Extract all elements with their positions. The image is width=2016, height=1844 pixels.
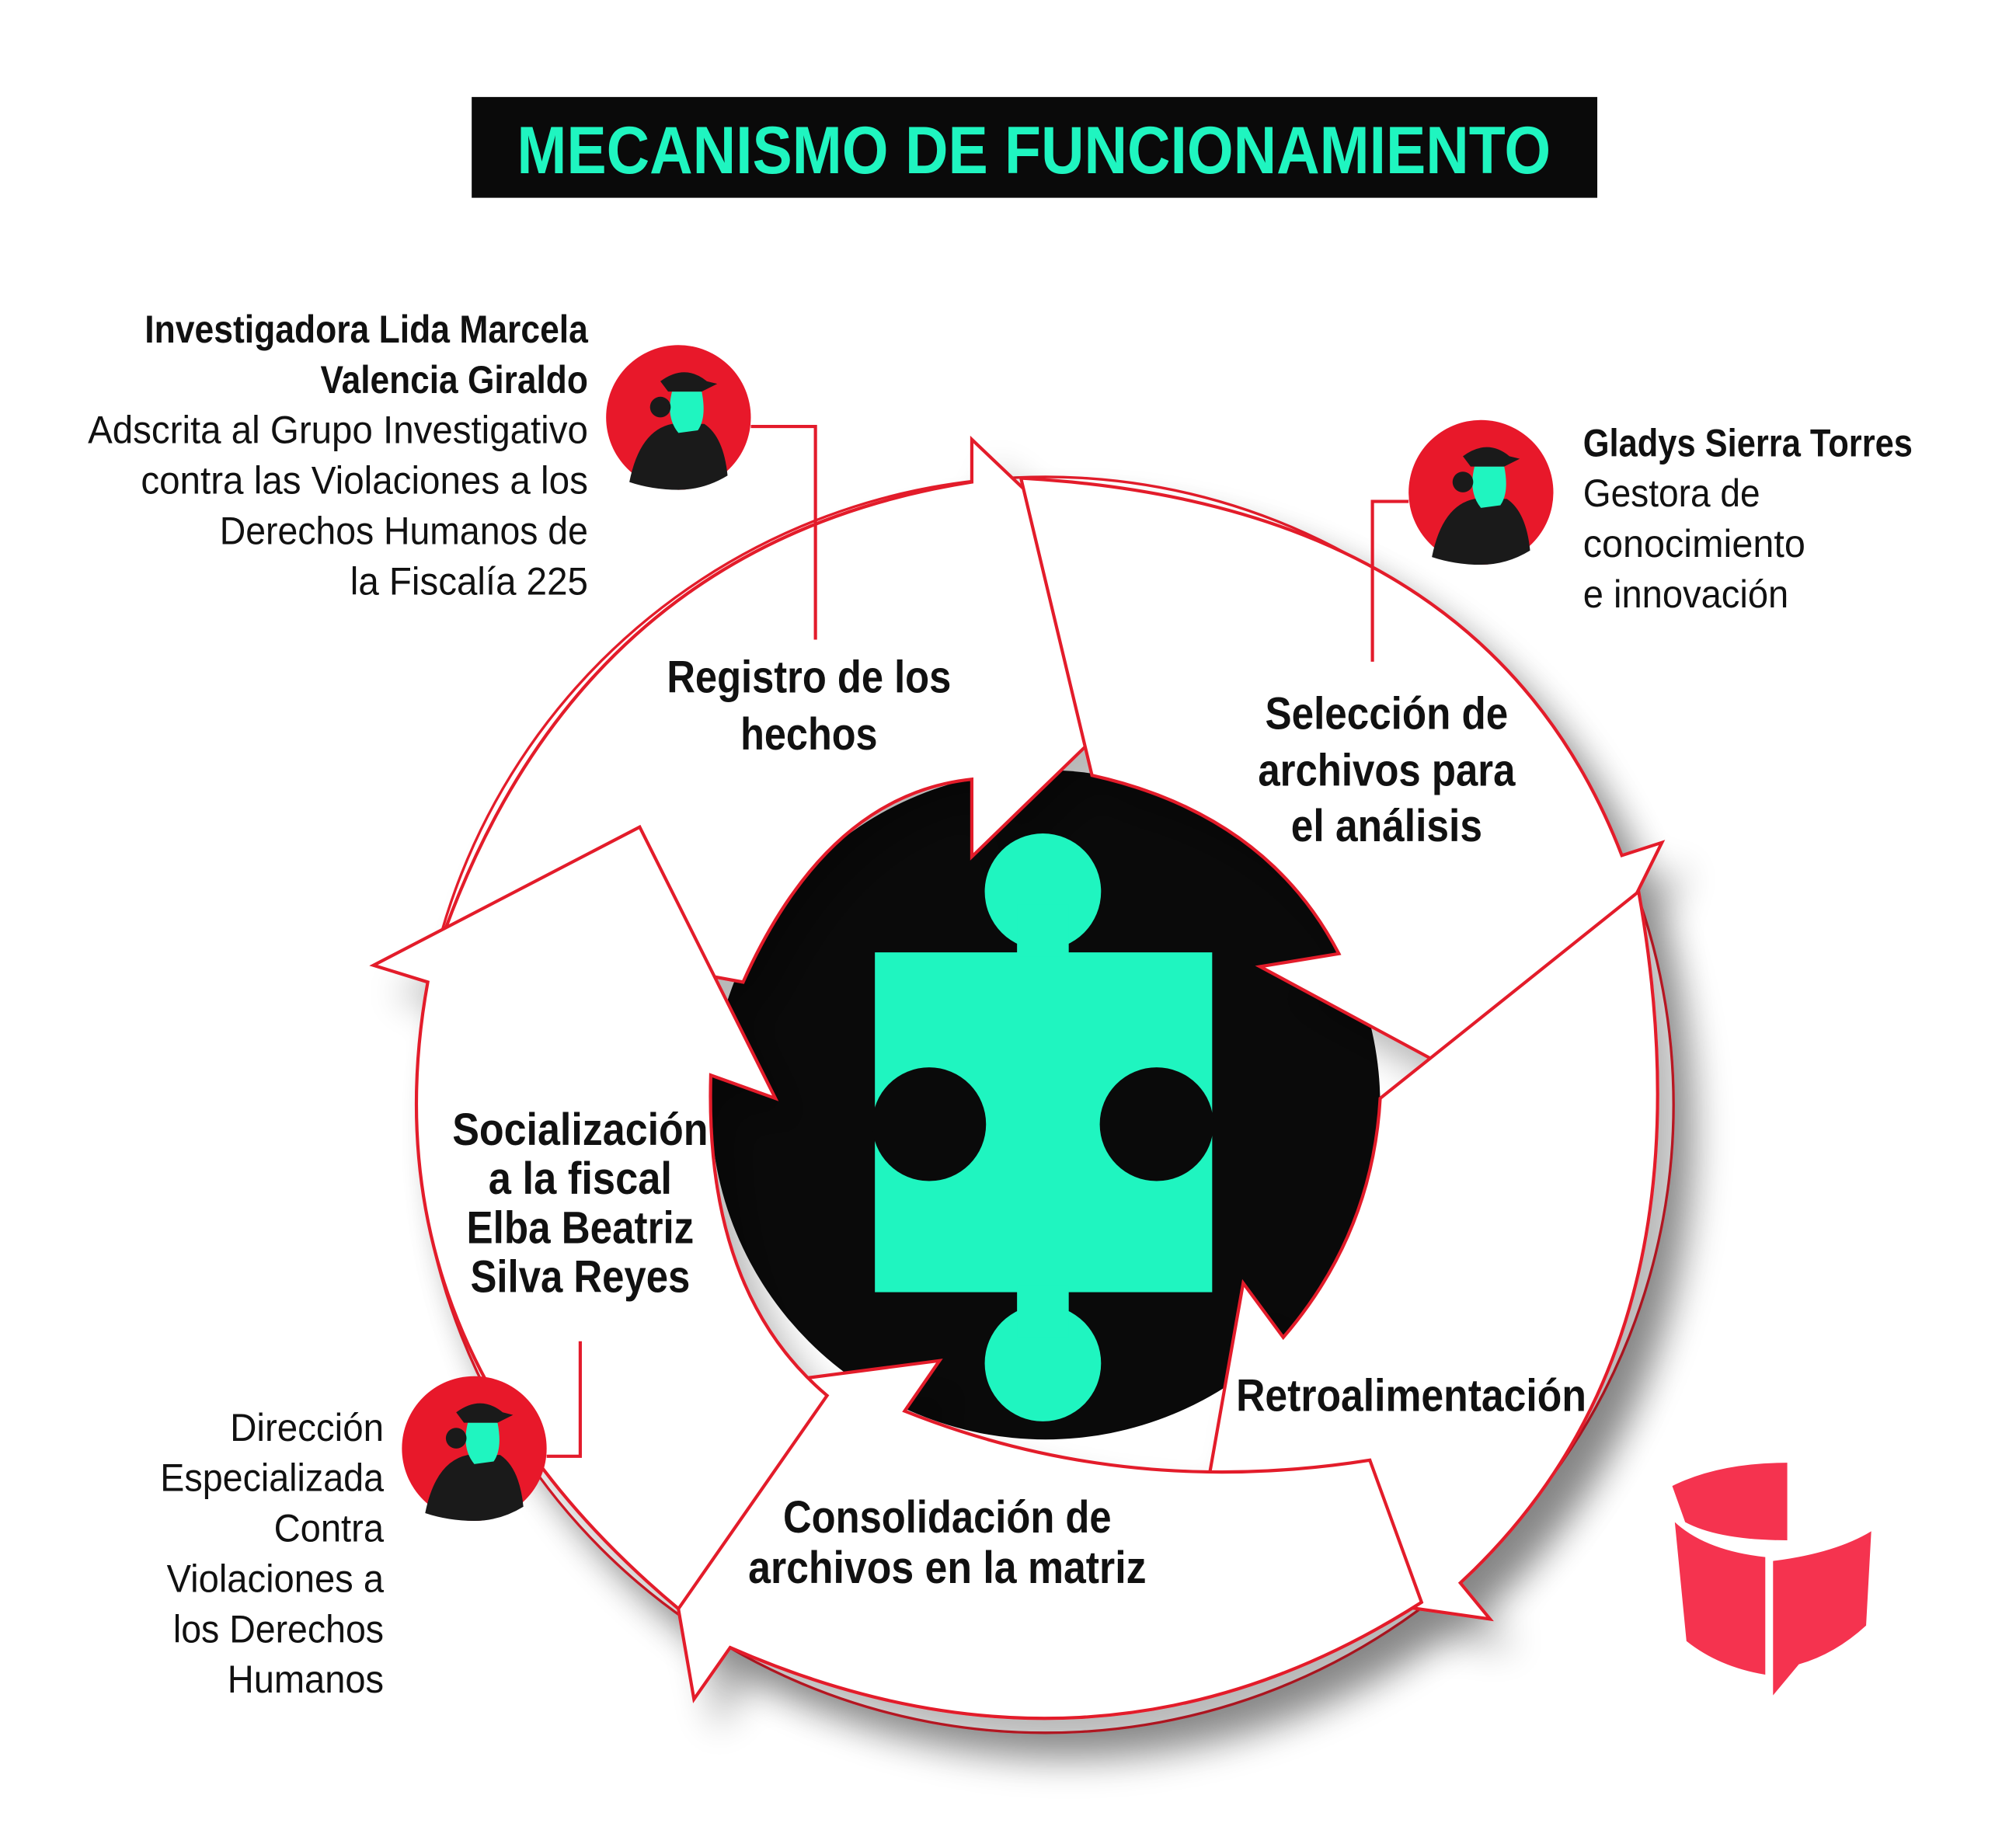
avatar: [606, 345, 751, 490]
brand-logo: [1672, 1463, 1872, 1696]
step-label: Selección de: [1266, 688, 1509, 739]
person-role: Humanos: [228, 1658, 384, 1701]
direccion-especializada: Dirección Especializada Contra Violacion…: [160, 1406, 384, 1701]
step-label: hechos: [740, 709, 877, 760]
step-label: Consolidación de: [783, 1492, 1112, 1543]
person-name: Gladys Sierra Torres: [1583, 421, 1913, 464]
person-role: Derechos Humanos de: [220, 509, 588, 552]
step-label: Elba Beatriz: [467, 1202, 695, 1253]
person-role: la Fiscalía 225: [350, 559, 588, 603]
step-label: archivos para: [1258, 746, 1516, 796]
person-role: Dirección: [230, 1406, 384, 1449]
person-lida-marcela: Investigadora Lida Marcela Valencia Gira…: [88, 308, 589, 603]
step-label: Silva Reyes: [471, 1252, 691, 1303]
step-label: Socialización: [452, 1105, 708, 1155]
person-role: los Derechos: [173, 1607, 384, 1651]
page-title: MECANISMO DE FUNCIONAMIENTO: [517, 113, 1551, 188]
person-role: conocimiento: [1583, 522, 1805, 565]
step-label: Registro de los: [667, 652, 951, 703]
step-socializacion: Socialización a la fiscal Elba Beatriz S…: [452, 1105, 708, 1303]
step-retroalimentacion: Retroalimentación: [1236, 1371, 1586, 1421]
person-role: e innovación: [1583, 572, 1788, 616]
step-label: a la fiscal: [489, 1153, 672, 1204]
person-role: Violaciones a: [167, 1557, 385, 1601]
person-role: Gestora de: [1583, 471, 1760, 515]
person-role: Adscrita al Grupo Investigativo: [88, 409, 588, 452]
step-registro: Registro de los hechos: [667, 652, 951, 760]
connector-line: [750, 424, 817, 640]
puzzle-piece-icon: [872, 833, 1213, 1421]
step-seleccion: Selección de archivos para el análisis: [1258, 688, 1516, 851]
person-role: Especializada: [160, 1456, 384, 1500]
connector-line: [546, 1341, 582, 1458]
person-role: Contra: [274, 1507, 385, 1550]
person-gladys-sierra: Gladys Sierra Torres Gestora de conocimi…: [1583, 421, 1913, 616]
person-name: Investigadora Lida Marcela: [144, 308, 589, 351]
arrow-consolidacion: [640, 1359, 1424, 1720]
avatar: [1408, 419, 1554, 565]
title-banner: MECANISMO DE FUNCIONAMIENTO: [472, 96, 1598, 198]
step-label: archivos en la matriz: [748, 1543, 1146, 1593]
step-label: el análisis: [1291, 801, 1482, 851]
step-label: Retroalimentación: [1236, 1371, 1586, 1421]
arrow-retroalimentacion: [1189, 889, 1659, 1622]
avatar: [402, 1376, 547, 1522]
arrow-seleccion: [1018, 476, 1666, 1114]
step-consolidacion: Consolidación de archivos en la matriz: [748, 1492, 1146, 1593]
person-role: contra las Violaciones a los: [141, 459, 588, 503]
connector-line: [1370, 499, 1409, 662]
person-name: Valencia Giraldo: [321, 358, 588, 402]
